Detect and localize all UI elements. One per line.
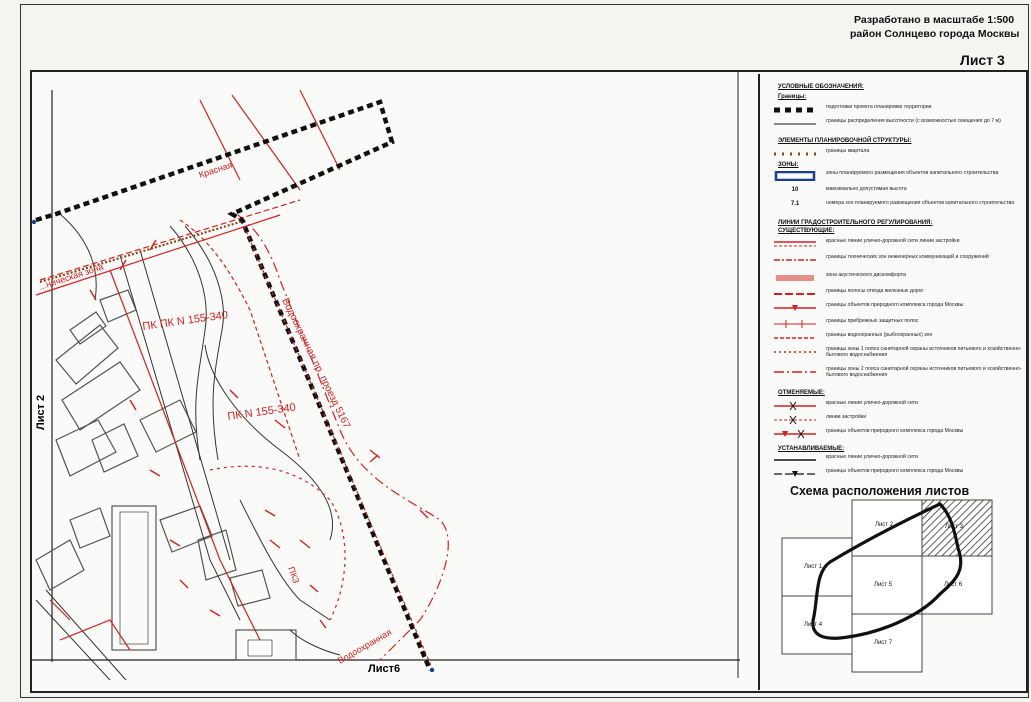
quarter-symbol	[774, 152, 816, 156]
scheme-label: Лист 6	[944, 582, 963, 588]
sheet-bottom-label[interactable]: Лист6	[368, 663, 400, 675]
legend-item: границы распределения высотности (с возм…	[760, 118, 1026, 132]
map-canvas[interactable]: Лист 2 Лист6 ПК ПК N 155-340 ПК N 155-34…	[0, 0, 758, 702]
scheme-label: Лист 1	[804, 564, 823, 570]
sheet-frame	[20, 4, 1029, 698]
roads	[35, 213, 341, 681]
scheme-label: Лист 2	[875, 522, 894, 528]
sheet-scheme[interactable]: Лист 2 Лист 3 Лист 1 Лист 5 Лист 6 Лист …	[780, 498, 996, 682]
legend-item: зоны планируемого размещения объектов ка…	[760, 170, 1026, 184]
sheet-number: Лист 3	[960, 52, 1005, 68]
header-scale: Разработано в масштабе 1:500	[854, 14, 1015, 26]
legend-section-zones: ЗОНЫ:	[778, 162, 799, 168]
legend-item: подготовки проекта планировки территории	[760, 104, 1026, 118]
zone-symbol	[774, 171, 816, 181]
legend-item: 10 максимально допустимая высота	[791, 186, 907, 193]
scheme-cell-sheet-2[interactable]	[851, 499, 923, 557]
legend-title: УСЛОВНЫЕ ОБОЗНАЧЕНИЯ:	[778, 84, 864, 90]
legend-item: границы квартала	[760, 148, 1026, 162]
boundary-point	[429, 667, 435, 673]
header-district: район Солнцево города Москвы	[850, 28, 1020, 40]
legend-section-regulation: ЛИНИИ ГРАДОСТРОИТЕЛЬНОГО РЕГУЛИРОВАНИЯ:	[778, 220, 933, 226]
line-symbol	[774, 123, 816, 125]
buildings	[35, 289, 297, 661]
legend-item: границы полосы отвода железных дорог	[774, 288, 924, 295]
legend-item: зона акустического дискомфорта	[760, 272, 1026, 286]
scheme-label: Лист 5	[874, 582, 893, 588]
legend-subsection-cancelled: ОТМЕНЯЕМЫЕ:	[778, 390, 825, 396]
scheme-label: Лист 3	[945, 524, 964, 530]
red-hatch-marks	[89, 239, 429, 629]
red-lines	[35, 89, 449, 661]
scheme-label: Лист 4	[804, 622, 823, 628]
red-line-label: Красная	[198, 160, 234, 180]
boundary-point	[31, 219, 37, 225]
legend-item: границы прибрежных защитных полос	[774, 318, 919, 328]
legend-item: красные линии улично-дорожной сети	[760, 400, 1026, 414]
legend-item: красные линии улично-дорожной сети	[774, 454, 918, 461]
scheme-title: Схема расположения листов	[790, 484, 970, 498]
sheet-left-label[interactable]: Лист 2	[35, 395, 47, 430]
legend-item: красные линии улично-дорожной сети линии…	[774, 238, 960, 247]
legend-item: границы водоохранных (рыбоохранных) зон	[774, 332, 933, 339]
legend-subsection-existing: СУЩЕСТВУЮЩИЕ:	[778, 228, 835, 234]
legend-item: границы зоны 2 пояса санитарной охраны и…	[774, 366, 1022, 378]
scheme-label: Лист 7	[874, 640, 893, 646]
legend-item: границы технических зон инженерных комму…	[774, 254, 989, 261]
legend-subsection-established: УСТАНАВЛИВАЕМЫЕ:	[778, 446, 845, 452]
legend-section-boundaries: Границы:	[778, 94, 807, 100]
planning-boundary	[35, 99, 433, 671]
legend-panel: УСЛОВНЫЕ ОБОЗНАЧЕНИЯ: Границы: подготовк…	[758, 74, 1026, 690]
legend-item: границы объектов природного комплекса го…	[760, 302, 1026, 316]
quarter-boundary-red	[243, 225, 433, 669]
zone-label: ...ническая зона	[38, 262, 105, 292]
legend-item: границы объектов природного комплекса го…	[760, 428, 1026, 442]
legend-item: границы зоны 1 пояса санитарной охраны и…	[774, 346, 1022, 358]
pkz-label: ПКЗ	[286, 565, 301, 584]
legend-item: линии застройки	[760, 414, 1026, 428]
legend-section-elements: ЭЛЕМЕНТЫ ПЛАНИРОВОЧНОЙ СТРУКТУРЫ:	[778, 138, 912, 144]
legend-item: границы объектов природного комплекса го…	[760, 468, 1026, 482]
scheme-project-boundary	[811, 502, 963, 640]
dashed-boundary-symbol	[774, 107, 816, 113]
pk-label-lower: ПК N 155-340	[227, 402, 297, 423]
quarter-boundary	[39, 220, 241, 284]
legend-item: 7.1 номера зон планируемого размещения о…	[790, 200, 1015, 207]
scheme-cell-sheet-5[interactable]	[851, 555, 923, 615]
pk-label-upper: ПК ПК N 155-340	[142, 309, 229, 333]
scheme-cell-sheet-7[interactable]	[851, 613, 923, 673]
